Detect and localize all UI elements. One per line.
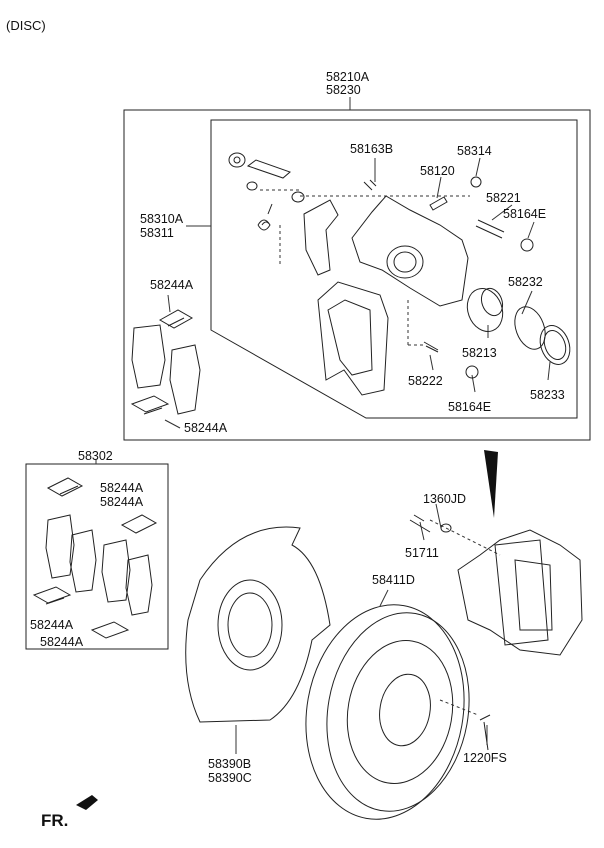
label-assembly-1: 58210A	[326, 70, 370, 84]
caliper-frame	[210, 119, 578, 419]
label-58244A-4: 58244A	[100, 495, 144, 509]
caliper-parts	[228, 152, 571, 396]
label-58164E-a: 58164E	[503, 207, 547, 221]
label-58244A-3: 58244A	[100, 481, 144, 495]
label-58120: 58120	[420, 164, 455, 178]
label-58244A-5: 58244A	[30, 618, 74, 632]
label-58244A-1: 58244A	[150, 278, 194, 292]
label-58164E-b: 58164E	[448, 400, 492, 414]
label-58222: 58222	[408, 374, 443, 388]
installed-caliper	[409, 514, 583, 751]
brake-pads-kit	[32, 477, 158, 639]
label-58163B: 58163B	[350, 142, 394, 156]
page-title: (DISC)	[6, 18, 46, 33]
label-58233: 58233	[530, 388, 565, 402]
brake-pads-upper	[130, 309, 201, 415]
label-58390-1: 58390B	[208, 757, 252, 771]
label-58213: 58213	[462, 346, 497, 360]
label-58244A-6: 58244A	[40, 635, 84, 649]
label-58232: 58232	[508, 275, 543, 289]
label-caliper-1: 58310A	[140, 212, 184, 226]
assembly-frame	[123, 109, 591, 441]
label-51711: 51711	[405, 546, 439, 560]
label-pad-kit: 58302	[78, 449, 113, 463]
label-caliper-2: 58311	[140, 226, 174, 240]
label-58390-2: 58390C	[208, 771, 252, 785]
label-58314: 58314	[457, 144, 492, 158]
label-58221: 58221	[486, 191, 521, 205]
front-marker: FR.	[41, 811, 69, 830]
brake-disc	[305, 604, 470, 820]
label-1360JD: 1360JD	[423, 492, 467, 506]
label-1220FS: 1220FS	[463, 751, 507, 765]
label-58244A-2: 58244A	[184, 421, 228, 435]
label-assembly-2: 58230	[326, 83, 361, 97]
direction-arrow	[484, 450, 498, 518]
label-58411D: 58411D	[372, 573, 415, 587]
front-arrow-icon	[76, 795, 98, 810]
pad-kit-frame	[25, 463, 169, 650]
dust-shield	[185, 526, 331, 723]
